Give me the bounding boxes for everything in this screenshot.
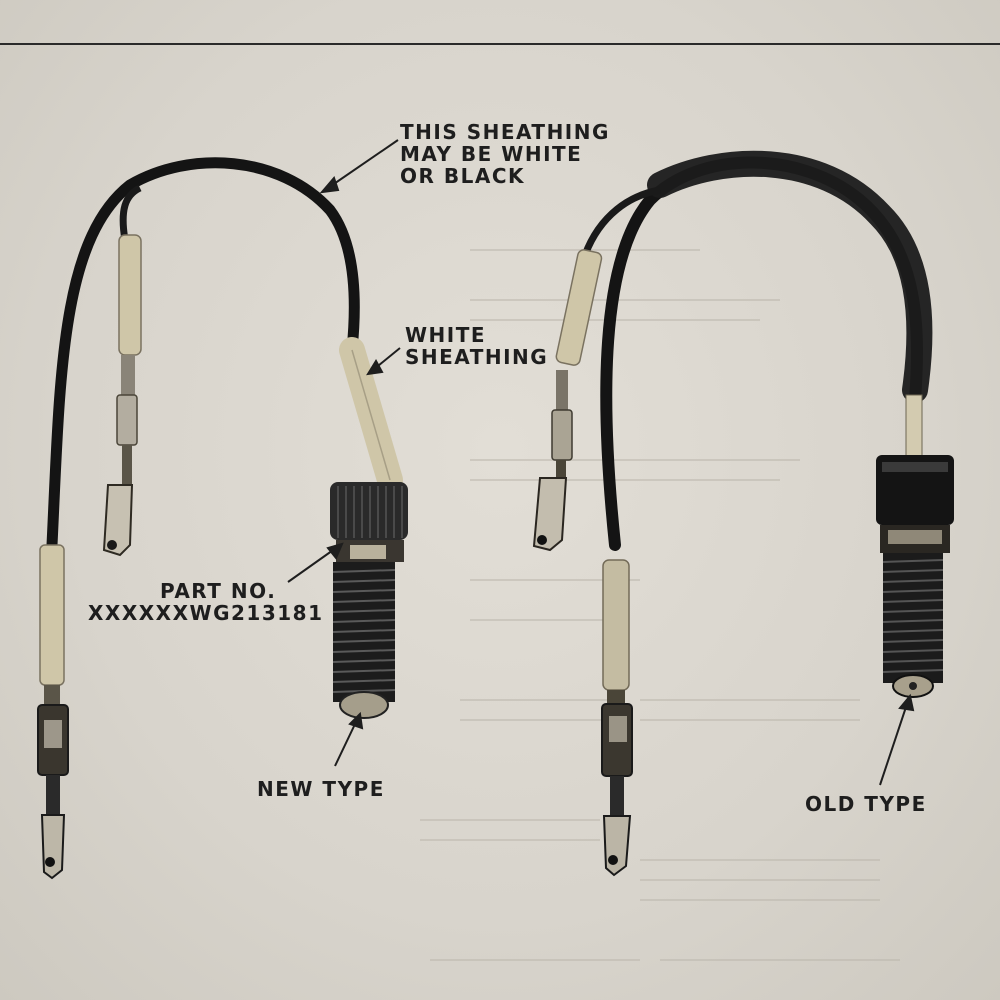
leader-arrows (287, 139, 915, 786)
old-type-sensor (532, 150, 954, 877)
white-sheathing-line-2: SHEATHING (405, 345, 549, 369)
sheathing-callout-line-1: THIS SHEATHING (400, 120, 610, 144)
sheathing-color-callout: THIS SHEATHING MAY BE WHITE OR BLACK (400, 121, 610, 187)
sheathing-callout-line-2: MAY BE WHITE (400, 142, 583, 166)
part-number-callout: PART NO. XXXXXXWG213181 (88, 579, 324, 625)
sheathing-arrowhead (319, 176, 340, 194)
header-rule (0, 43, 1000, 45)
white-sheathing-callout: WHITE SHEATHING (405, 324, 548, 368)
new-type-callout: NEW TYPE (257, 777, 385, 801)
sheathing-callout-line-3: OR BLACK (400, 164, 526, 188)
white-sheathing-line-1: WHITE (405, 323, 487, 347)
new-type-sensor (37, 157, 408, 880)
old-type-callout: OLD TYPE (805, 792, 927, 816)
part-number-label: PART NO. (160, 579, 277, 603)
bleed-through-text (420, 249, 900, 961)
part-number-value: XXXXXXWG213181 (88, 601, 324, 625)
